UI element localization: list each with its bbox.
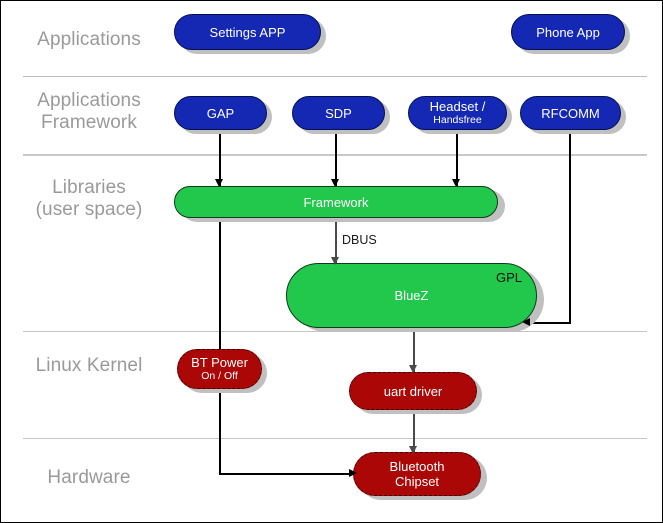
node-settings-app-label: Settings APP xyxy=(209,24,286,40)
node-bt-power-label: BT Power xyxy=(191,355,248,370)
node-framework[interactable]: Framework xyxy=(174,186,498,218)
edge-rfcomm-hline xyxy=(529,322,571,324)
edge-bluez-to-uart-arrow xyxy=(409,365,417,373)
band-label-applications-framework: Applications Framework xyxy=(37,90,141,133)
edge-sdp-to-framework-line xyxy=(335,132,337,188)
node-headset-handsfree-label: Headset / xyxy=(429,99,486,114)
edge-gap-to-framework-arrow xyxy=(215,179,223,187)
band-label-libraries: Libraries (user space) xyxy=(35,177,143,220)
node-bluez-label: BlueZ xyxy=(394,288,429,303)
node-bluetooth-chipset-label: Bluetooth xyxy=(389,459,445,474)
band-label-hardware: Hardware xyxy=(47,467,131,488)
node-phone-app-label: Phone App xyxy=(536,24,600,40)
node-rfcomm-label: RFCOMM xyxy=(541,105,600,121)
edge-framework-to-chipset-vline xyxy=(219,218,221,474)
node-headset-handsfree-sublabel: Handsfree xyxy=(433,114,482,126)
edge-uart-to-chipset-arrow xyxy=(409,446,417,454)
node-bt-power-sublabel: On / Off xyxy=(201,370,238,382)
edge-bluez-to-uart-line xyxy=(413,327,415,373)
band-label-applications: Applications xyxy=(37,29,141,50)
node-rfcomm[interactable]: RFCOMM xyxy=(520,96,621,130)
edge-framework-to-chipset-arrow xyxy=(349,469,357,477)
node-uart-driver[interactable]: uart driver xyxy=(349,372,477,410)
edge-rfcomm-vline xyxy=(569,132,571,324)
edge-framework-to-chipset-hline xyxy=(219,473,353,475)
node-bluetooth-chipset-sublabel: Chipset xyxy=(394,474,440,489)
edge-framework-to-bluez-arrow xyxy=(331,257,339,265)
divider-applications xyxy=(23,76,647,77)
node-uart-driver-label: uart driver xyxy=(383,383,443,399)
divider-hardware xyxy=(23,438,647,439)
edge-rfcomm-arrow xyxy=(522,318,530,326)
node-sdp[interactable]: SDP xyxy=(292,96,385,130)
node-bluetooth-chipset[interactable]: Bluetooth Chipset xyxy=(353,452,481,496)
node-bluez[interactable]: GPL BlueZ xyxy=(286,263,537,328)
node-headset-handsfree[interactable]: Headset / Handsfree xyxy=(408,96,507,130)
node-framework-label: Framework xyxy=(303,194,369,210)
node-sdp-label: SDP xyxy=(325,105,352,121)
node-gap-label: GAP xyxy=(206,105,235,121)
node-settings-app[interactable]: Settings APP xyxy=(174,14,321,50)
edge-gap-to-framework-line xyxy=(219,132,221,188)
edge-label-dbus: DBUS xyxy=(342,233,377,247)
band-label-linux-kernel: Linux Kernel xyxy=(35,355,143,376)
edge-uart-to-chipset-line xyxy=(413,409,415,454)
node-bluez-license-tag: GPL xyxy=(495,270,522,285)
edge-headset-to-framework-arrow xyxy=(452,179,460,187)
node-gap[interactable]: GAP xyxy=(174,96,267,130)
edge-headset-to-framework-line xyxy=(456,132,458,188)
edge-sdp-to-framework-arrow xyxy=(331,179,339,187)
node-phone-app[interactable]: Phone App xyxy=(511,14,625,50)
node-bt-power[interactable]: BT Power On / Off xyxy=(177,349,262,389)
edge-framework-to-bluez-line xyxy=(335,218,337,266)
